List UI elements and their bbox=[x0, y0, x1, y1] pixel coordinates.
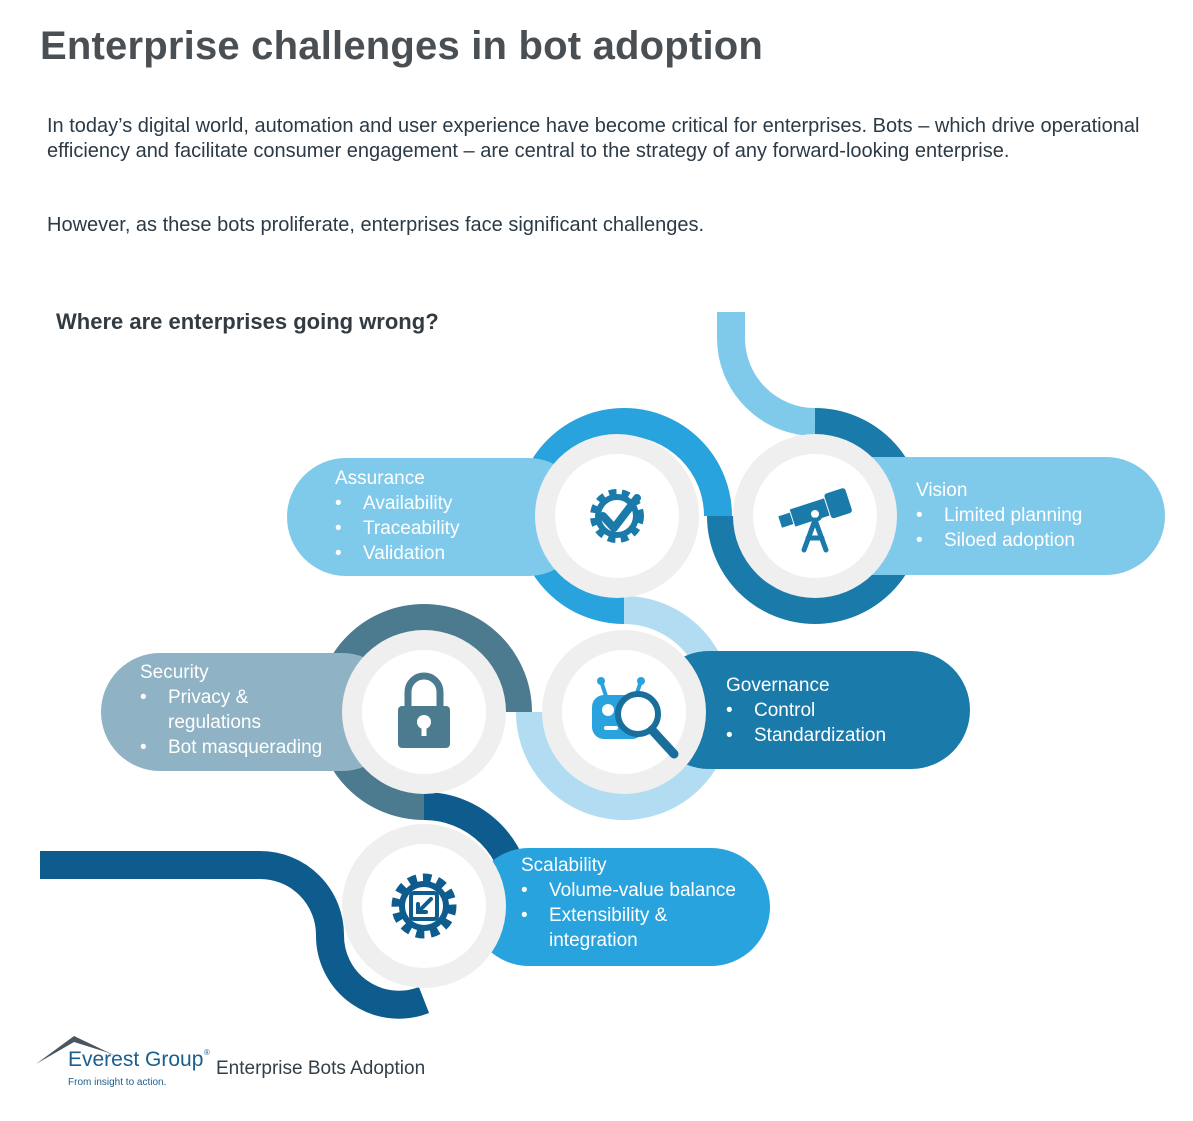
intro-paragraph: In today’s digital world, automation and… bbox=[47, 115, 1140, 162]
padlock-icon bbox=[398, 672, 450, 748]
challenge-heading-vision: Vision bbox=[916, 480, 968, 501]
ribbon-scalability-left bbox=[40, 851, 430, 1019]
company-tagline: From insight to action. bbox=[68, 1077, 167, 1088]
challenge-card-assurance: Assurance Availability Traceability Vali… bbox=[335, 466, 459, 566]
challenge-card-vision: Vision Limited planning Siloed adoption bbox=[916, 478, 1082, 553]
challenge-item: Volume-value balance bbox=[521, 878, 761, 903]
telescope-icon bbox=[778, 488, 852, 553]
challenge-item: Bot masquerading bbox=[140, 735, 350, 760]
challenge-item: Privacy & regulations bbox=[140, 685, 298, 735]
challenge-item: Limited planning bbox=[916, 503, 1082, 528]
challenge-item: Extensibility & integration bbox=[521, 903, 699, 953]
ribbon-vision-arc-left bbox=[707, 515, 816, 624]
challenge-heading-governance: Governance bbox=[726, 675, 830, 696]
challenge-heading-scalability: Scalability bbox=[521, 855, 607, 876]
challenge-card-scalability: Scalability Volume-value balance Extensi… bbox=[521, 853, 761, 953]
challenge-heading-security: Security bbox=[140, 662, 209, 683]
challenge-item: Siloed adoption bbox=[916, 528, 1082, 553]
gear-expand-icon bbox=[391, 873, 457, 939]
everest-logo-icon bbox=[36, 1036, 120, 1064]
intro-paragraph-2: However, as these bots proliferate, ente… bbox=[47, 214, 705, 236]
ribbon-top-light bbox=[717, 312, 816, 436]
section-question: Where are enterprises going wrong? bbox=[56, 309, 439, 334]
challenge-card-security: Security Privacy & regulations Bot masqu… bbox=[140, 660, 350, 760]
report-name: Enterprise Bots Adoption bbox=[216, 1058, 426, 1079]
challenge-item: Availability bbox=[335, 491, 459, 516]
challenge-item: Validation bbox=[335, 541, 459, 566]
company-name: Everest Group bbox=[68, 1048, 204, 1071]
gear-check-icon bbox=[590, 489, 644, 543]
registered-mark: ® bbox=[204, 1048, 210, 1057]
challenge-heading-assurance: Assurance bbox=[335, 468, 425, 489]
challenge-item: Standardization bbox=[726, 723, 886, 748]
challenge-item: Traceability bbox=[335, 516, 459, 541]
robot-magnifier-icon bbox=[592, 677, 679, 759]
circle-assurance-inner bbox=[555, 454, 679, 578]
challenge-card-governance: Governance Control Standardization bbox=[726, 673, 886, 748]
page-title: Enterprise challenges in bot adoption bbox=[40, 24, 764, 68]
challenge-item: Control bbox=[726, 698, 886, 723]
